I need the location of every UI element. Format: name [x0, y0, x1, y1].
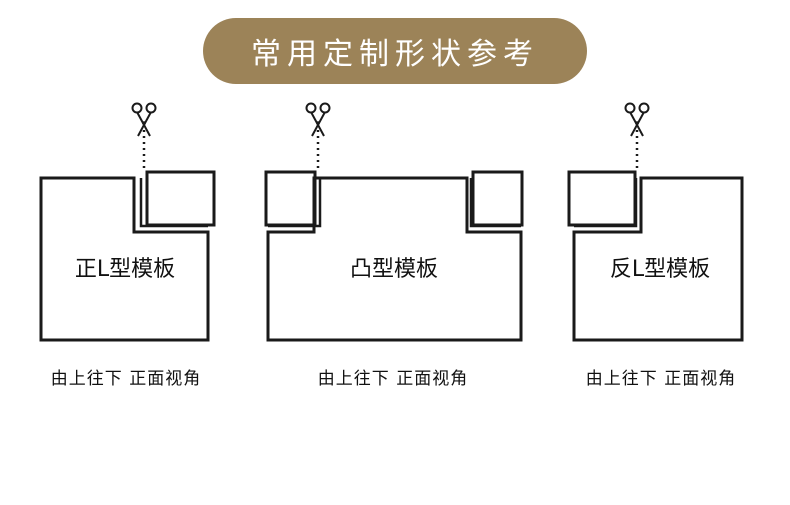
- notch-lining: [139, 178, 208, 228]
- panel-caption: 由上往下 正面视角: [585, 369, 737, 389]
- panel-reverse-l-shape: 反L型模板: [567, 102, 744, 342]
- panel-label: 正L型模板: [75, 257, 175, 282]
- l-shape-outline: [39, 176, 210, 342]
- notch-lining-left: [268, 178, 322, 228]
- panel-label: 反L型模板: [610, 257, 710, 282]
- panel-caption: 由上往下 正面视角: [50, 369, 202, 389]
- cutout-piece: [145, 170, 216, 227]
- notch-lining: [574, 178, 638, 228]
- panel-convex-shape: 凸型模板: [264, 102, 524, 342]
- notch-lining-right: [469, 178, 521, 228]
- panel-left-l-shape: 正L型模板: [39, 102, 216, 342]
- reverse-l-shape-outline: [572, 176, 744, 342]
- panel-caption: 由上往下 正面视角: [317, 369, 469, 389]
- cutout-piece-left: [264, 170, 317, 227]
- cutout-piece-right: [471, 170, 524, 227]
- cutout-piece: [567, 170, 637, 227]
- page-title: 常用定制形状参考: [251, 37, 539, 72]
- title-banner: 常用定制形状参考: [203, 18, 587, 84]
- panel-label: 凸型模板: [350, 257, 438, 282]
